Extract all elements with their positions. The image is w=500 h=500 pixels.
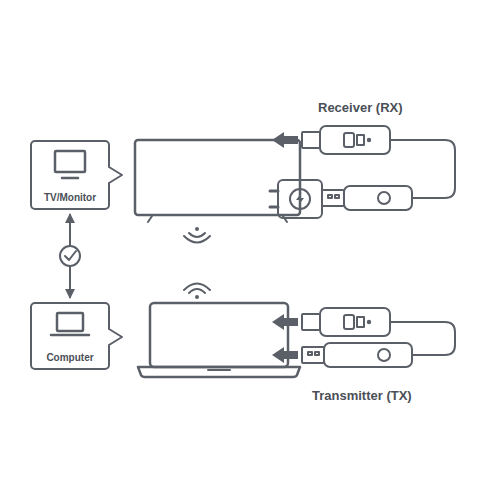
tv-foot — [148, 216, 152, 222]
direction-arrow — [272, 132, 298, 148]
box-label: TV/Monitor — [44, 192, 96, 203]
signal-wave — [189, 289, 205, 293]
laptop-screen — [150, 303, 288, 367]
signal-dot — [195, 295, 199, 299]
usb-slot — [308, 352, 312, 355]
device-label: Receiver (RX) — [318, 100, 403, 115]
dongle-body — [320, 308, 390, 336]
icon-stand — [62, 177, 78, 180]
usb-slot — [328, 195, 332, 198]
check-mark — [65, 251, 76, 260]
laptop-icon — [51, 313, 89, 335]
receiver-device — [270, 126, 455, 218]
dongle-led — [368, 321, 370, 323]
icon-base — [51, 334, 89, 337]
usb-slot — [315, 352, 319, 355]
hdmi-plug — [302, 132, 320, 148]
cable — [390, 140, 455, 198]
laptop-base — [138, 367, 300, 377]
callout-box: TV/Monitor — [30, 140, 110, 210]
callout-box: Computer — [30, 302, 110, 370]
check-circle — [60, 246, 80, 266]
box-label: Computer — [46, 352, 93, 363]
usb-icon — [378, 192, 390, 204]
dongle-led — [368, 139, 370, 141]
hdmi-plug — [302, 314, 320, 330]
dongle-body — [320, 126, 390, 154]
pointer-fill — [108, 329, 122, 345]
transmitter-device — [272, 308, 455, 367]
icon-screen — [57, 313, 83, 331]
tv-foot — [283, 216, 287, 222]
monitor-icon — [55, 151, 85, 178]
usb-icon — [378, 349, 390, 361]
dongle-icon — [357, 135, 364, 145]
signal-wave — [189, 233, 205, 237]
cable — [390, 322, 455, 355]
direction-arrow — [272, 314, 298, 330]
usb-plug — [302, 347, 324, 363]
pointer-outline — [109, 329, 122, 345]
adapter-prong — [270, 190, 278, 193]
icon-screen — [55, 151, 85, 172]
pointer-fill — [108, 167, 122, 183]
usb-plug — [322, 190, 344, 206]
pointer-outline — [109, 167, 122, 183]
signal-wave — [184, 236, 210, 243]
device-label: Transmitter (TX) — [312, 388, 412, 403]
signal-wave — [184, 284, 210, 291]
dongle-icon — [357, 317, 364, 327]
usb-slot — [335, 195, 339, 198]
callout-pointer — [108, 167, 122, 345]
tv-screen — [135, 140, 300, 215]
dongle-icon — [344, 133, 354, 147]
link-arrow — [69, 214, 71, 298]
check-symbol — [60, 246, 80, 266]
usb-body — [344, 186, 412, 210]
power-adapter — [278, 180, 322, 218]
laptop-notch — [208, 369, 230, 371]
power-icon — [290, 189, 310, 209]
usb-body — [324, 343, 412, 367]
laptop-illustration — [138, 284, 300, 378]
signal-dot — [195, 227, 199, 231]
tv-illustration — [135, 140, 300, 243]
adapter-prong — [270, 206, 278, 209]
lightning-symbol — [296, 192, 304, 206]
dongle-icon — [344, 315, 354, 329]
direction-arrow — [272, 347, 298, 363]
